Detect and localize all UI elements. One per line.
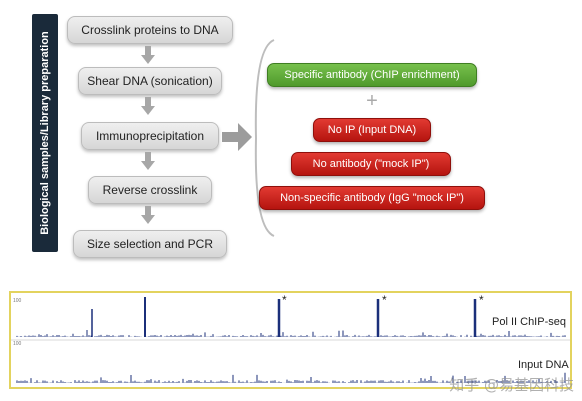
non-specific-antibody-pill: Non-specific antibody (IgG "mock IP"): [259, 186, 485, 210]
plus-sign: +: [366, 90, 378, 112]
right-arrow-icon: [222, 123, 252, 151]
no-antibody-pill: No antibody ("mock IP"): [291, 152, 451, 176]
step-size-selection-pcr: Size selection and PCR: [73, 230, 227, 258]
down-arrow-icon: [141, 97, 155, 115]
track-scale-tick: 100: [13, 298, 22, 304]
step-reverse-crosslink: Reverse crosslink: [88, 176, 212, 204]
watermark: 知乎 @易基因科技: [449, 376, 574, 394]
step-immunoprecipitation: Immunoprecipitation: [81, 122, 219, 150]
input-dna-track-label: Input DNA: [518, 359, 569, 371]
step-crosslink: Crosslink proteins to DNA: [67, 16, 233, 44]
track-plot: 100 100: [11, 297, 570, 383]
input-dna-signal: [16, 372, 566, 383]
chip-seq-signal: [16, 297, 566, 337]
down-arrow-icon: [141, 46, 155, 64]
specific-antibody-pill: Specific antibody (ChIP enrichment): [267, 63, 477, 87]
down-arrow-icon: [141, 206, 155, 224]
peak-star-marker: *: [479, 293, 484, 307]
sidebar-label: Biological samples/Library preparation: [39, 31, 51, 235]
chip-seq-track-label: Pol II ChIP-seq: [492, 316, 566, 328]
no-ip-pill: No IP (Input DNA): [313, 118, 431, 142]
brace-icon: [254, 39, 275, 237]
peak-star-marker: *: [382, 293, 387, 307]
genome-track-panel: 100 100 Pol II ChIP-seq Input DNA * * *: [9, 291, 572, 389]
sidebar-label-panel: Biological samples/Library preparation: [32, 14, 58, 252]
peak-star-marker: *: [282, 293, 287, 307]
down-arrow-icon: [141, 152, 155, 170]
step-shear: Shear DNA (sonication): [78, 67, 222, 95]
track-scale-tick: 100: [13, 341, 22, 347]
